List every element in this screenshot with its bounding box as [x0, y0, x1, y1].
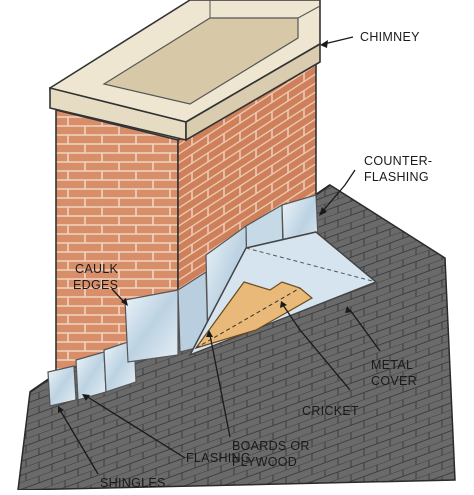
label-caulk-edges-1: CAULK — [75, 262, 119, 276]
label-boards-1: BOARDS OR — [232, 439, 310, 453]
leader-arrowheads — [58, 40, 352, 413]
label-metal-cover-2: COVER — [371, 374, 417, 388]
step-flashing — [47, 339, 137, 407]
label-counter-flashing-2: FLASHING — [364, 170, 429, 184]
label-metal-cover-1: METAL — [371, 358, 413, 372]
label-caulk-edges-2: EDGES — [73, 278, 118, 292]
label-chimney: CHIMNEY — [360, 30, 420, 44]
label-boards-2: PLYWOOD — [232, 455, 297, 469]
label-cricket: CRICKET — [302, 404, 359, 418]
label-flashing: FLASHING — [186, 451, 251, 465]
label-counter-flashing-1: COUNTER- — [364, 154, 432, 168]
label-shingles: SHINGLES — [100, 476, 166, 490]
